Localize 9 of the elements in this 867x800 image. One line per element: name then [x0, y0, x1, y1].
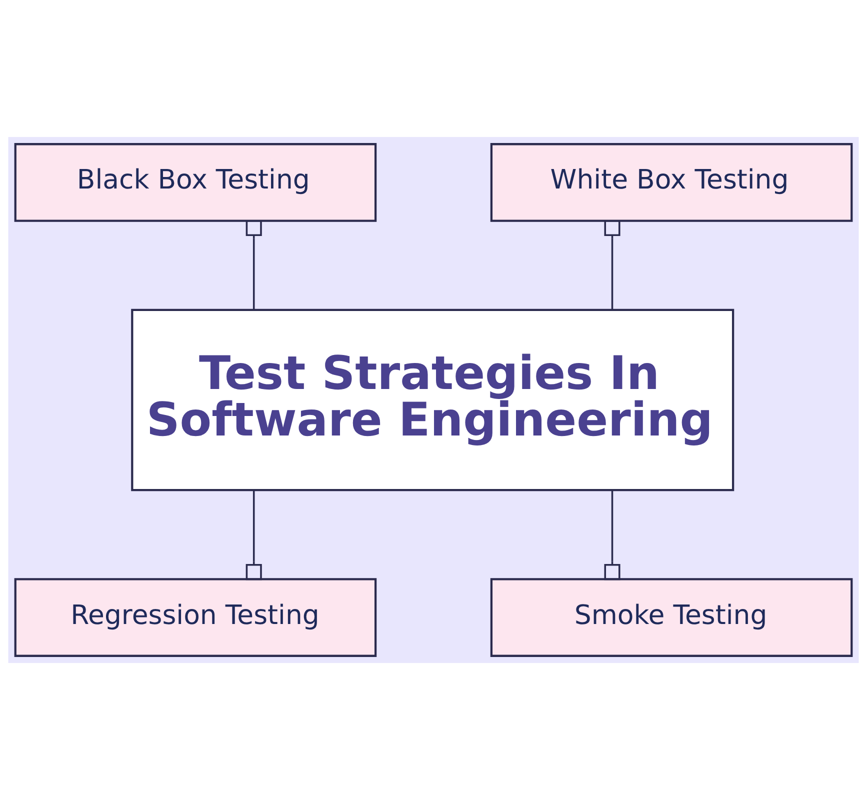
connector	[246, 220, 262, 310]
connector	[246, 490, 262, 580]
node-box: Regression Testing	[14, 578, 377, 657]
node-box: Test Strategies In Software Engineering	[131, 308, 734, 492]
connector	[604, 490, 620, 580]
node-box: White Box Testing	[490, 143, 853, 222]
node-box: Black Box Testing	[14, 143, 377, 222]
connector	[604, 220, 620, 310]
node-box: Smoke Testing	[490, 578, 853, 657]
